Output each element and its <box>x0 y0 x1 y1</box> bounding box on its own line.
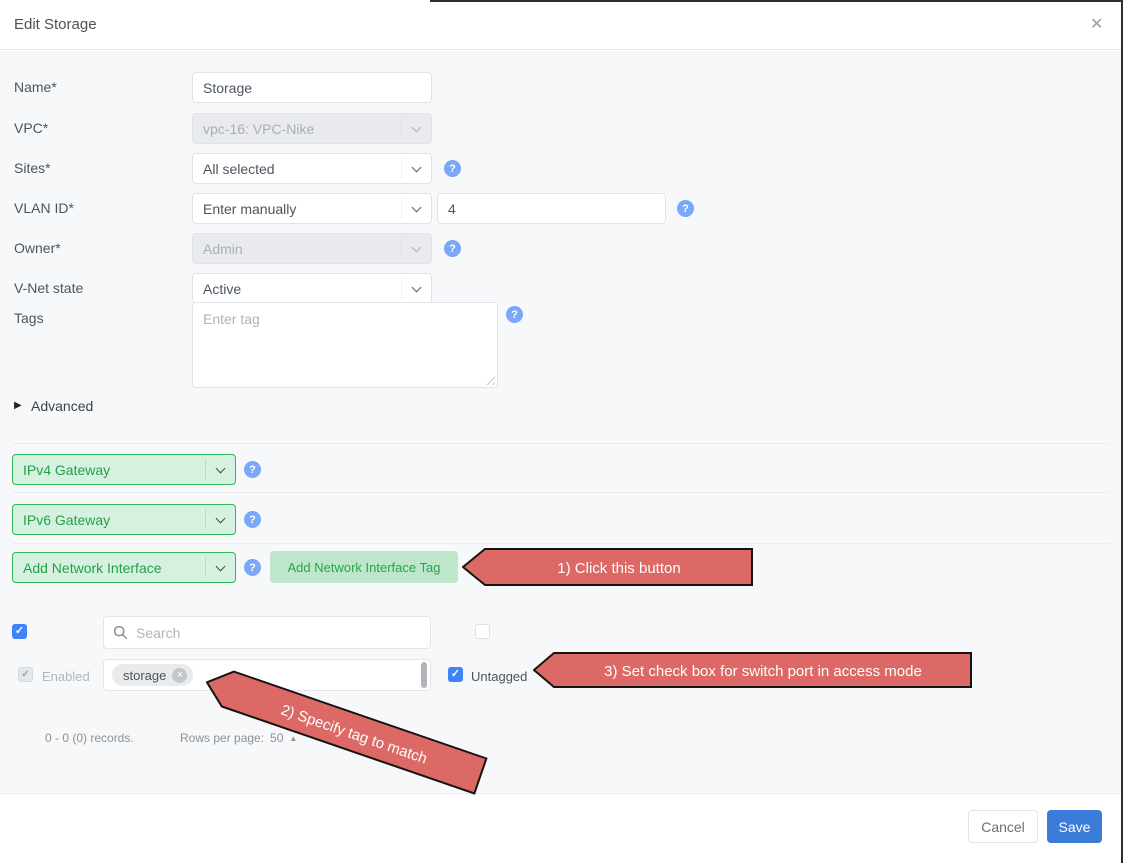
check-icon: ✓ <box>14 625 25 637</box>
vpc-select-value: vpc-16: VPC-Nike <box>203 120 315 137</box>
header-checkbox[interactable] <box>475 624 490 639</box>
check-icon: ✓ <box>450 668 461 680</box>
sites-label: Sites* <box>14 160 51 176</box>
ipv6-help-icon[interactable]: ? <box>244 511 261 528</box>
untagged-checkbox[interactable]: ✓ <box>448 667 463 682</box>
add-interface-help-icon[interactable]: ? <box>244 559 261 576</box>
owner-label: Owner* <box>14 240 61 256</box>
chevron-down-icon <box>411 202 422 212</box>
search-field-wrap <box>103 616 431 649</box>
chevron-down-icon <box>215 513 226 523</box>
ipv4-help-icon[interactable]: ? <box>244 461 261 478</box>
sites-select[interactable]: All selected <box>192 153 432 184</box>
chevron-down-icon <box>215 463 226 473</box>
owner-select: Admin <box>192 233 432 264</box>
annotation-step1-text: 1) Click this button <box>557 560 680 577</box>
rows-per-page-value[interactable]: 50 <box>270 731 284 745</box>
vlan-help-icon[interactable]: ? <box>677 200 694 217</box>
tag-pill-label: storage <box>123 667 167 683</box>
records-count: 0 - 0 (0) records. <box>45 731 134 745</box>
enabled-label: Enabled <box>42 669 90 684</box>
search-icon <box>113 625 128 640</box>
chevron-down-icon <box>411 162 422 172</box>
advanced-expand-icon[interactable]: ▶ <box>14 400 22 411</box>
annotation-step3-callout: 3) Set check box for switch port in acce… <box>533 652 972 688</box>
vlan-mode-select[interactable]: Enter manually <box>192 193 432 224</box>
vlan-id-input[interactable] <box>437 193 666 224</box>
resize-grip-icon[interactable] <box>485 375 495 385</box>
owner-help-icon[interactable]: ? <box>444 240 461 257</box>
advanced-toggle[interactable]: Advanced <box>31 398 94 414</box>
owner-select-value: Admin <box>203 240 243 257</box>
close-icon[interactable]: ✕ <box>1090 16 1104 33</box>
check-icon: ✓ <box>21 668 30 680</box>
annotation-step3-text: 3) Set check box for switch port in acce… <box>604 663 922 680</box>
cancel-button[interactable]: Cancel <box>968 810 1038 843</box>
rows-per-page: Rows per page: 50 ▲ <box>180 731 297 745</box>
annotation-step1-callout: 1) Click this button <box>462 548 753 586</box>
modal-header: Edit Storage ✕ <box>0 0 1122 50</box>
ipv6-gateway-select[interactable]: IPv6 Gateway <box>12 504 236 535</box>
chevron-down-icon <box>411 122 422 132</box>
vlan-id-label: VLAN ID* <box>14 200 74 216</box>
vnet-state-select[interactable]: Active <box>192 273 432 304</box>
tags-input[interactable] <box>192 302 498 388</box>
ipv4-gateway-value: IPv4 Gateway <box>23 461 111 478</box>
add-network-interface-select[interactable]: Add Network Interface <box>12 552 236 583</box>
enabled-checkbox: ✓ <box>18 667 33 682</box>
chevron-down-icon <box>411 242 422 252</box>
rows-per-page-label: Rows per page: <box>180 731 265 745</box>
tag-pill: storage × <box>112 664 194 686</box>
sites-select-value: All selected <box>203 160 275 177</box>
crop-edge-top <box>430 0 1122 2</box>
chevron-down-icon <box>411 282 422 292</box>
modal-footer <box>0 793 1122 863</box>
divider <box>12 543 1110 544</box>
sort-asc-icon[interactable]: ▲ <box>289 733 298 743</box>
page-title: Edit Storage <box>14 16 97 33</box>
untagged-label: Untagged <box>471 669 528 684</box>
save-button[interactable]: Save <box>1047 810 1102 843</box>
add-network-interface-value: Add Network Interface <box>23 559 162 576</box>
search-input[interactable] <box>103 616 431 649</box>
name-label: Name* <box>14 79 57 95</box>
ipv6-gateway-value: IPv6 Gateway <box>23 511 111 528</box>
vpc-select: vpc-16: VPC-Nike <box>192 113 432 144</box>
chevron-down-icon <box>215 561 226 571</box>
vpc-label: VPC* <box>14 120 49 136</box>
remove-tag-icon[interactable]: × <box>172 667 188 683</box>
tags-label: Tags <box>14 310 44 326</box>
vnet-state-value: Active <box>203 280 242 297</box>
divider <box>12 492 1110 493</box>
tags-help-icon[interactable]: ? <box>506 306 523 323</box>
vlan-mode-value: Enter manually <box>203 200 297 217</box>
name-input[interactable] <box>192 72 432 103</box>
divider <box>12 443 1110 444</box>
add-network-interface-tag-button[interactable]: Add Network Interface Tag <box>270 551 458 583</box>
tagbox-scrollbar[interactable] <box>421 662 427 688</box>
sites-help-icon[interactable]: ? <box>444 160 461 177</box>
crop-edge-right <box>1121 0 1123 863</box>
select-all-checkbox[interactable]: ✓ <box>12 624 27 639</box>
ipv4-gateway-select[interactable]: IPv4 Gateway <box>12 454 236 485</box>
vnet-state-label: V-Net state <box>14 280 84 296</box>
